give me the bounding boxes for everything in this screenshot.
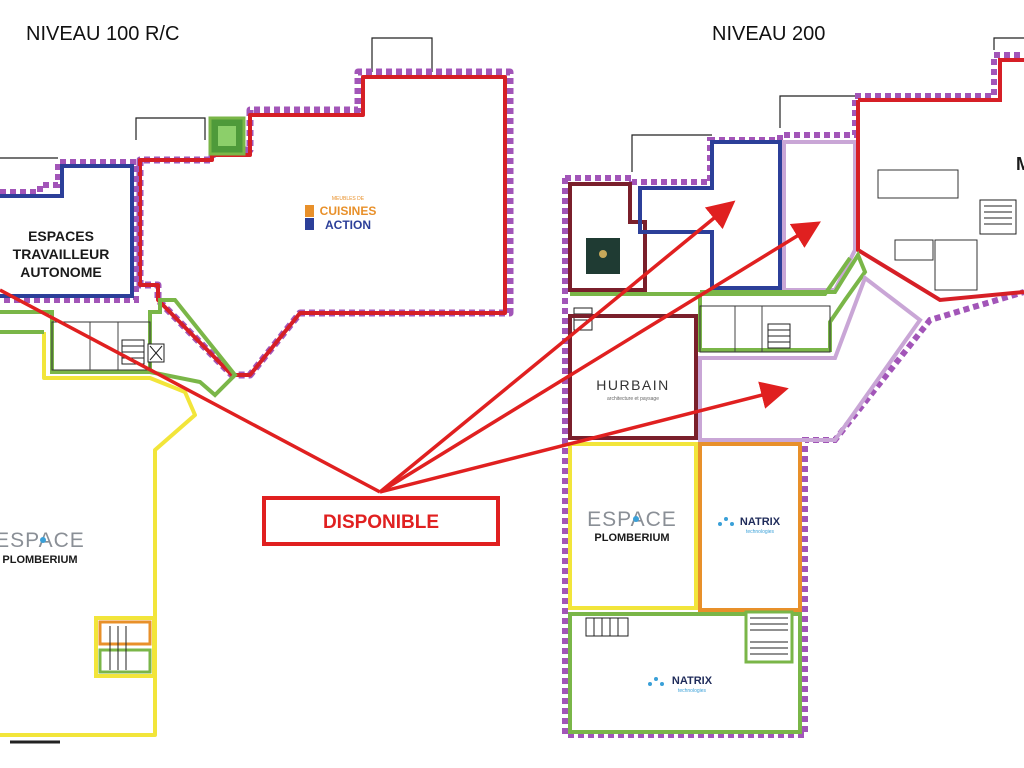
- natrix-dot-icon: [654, 677, 658, 681]
- suite-espaces-travailleur-border: [0, 164, 134, 298]
- logo-cuisines-top: MEUBLES DE: [332, 196, 365, 202]
- level-200-plan: M: [562, 37, 1024, 738]
- logo-natrix-upper-sub: technologies: [746, 529, 775, 535]
- natrix-dot-icon: [730, 522, 734, 526]
- logo-mark: [599, 250, 607, 258]
- stair-100: [121, 339, 165, 365]
- suite-cuisines-action-border: [138, 75, 507, 377]
- suite-natrix-upper: [698, 442, 802, 612]
- level-200-title: NIVEAU 200: [712, 23, 825, 45]
- disponible-arrows: [0, 200, 821, 494]
- stair-core-bottom: [94, 616, 156, 678]
- logo-natrix-lower: NATRIX technologies: [648, 675, 713, 694]
- logo-natrix-lower-sub: technologies: [678, 688, 707, 694]
- natrix-dot-icon: [648, 682, 652, 686]
- wall-line: [371, 37, 433, 72]
- building-200-left-perimeter: [562, 178, 1024, 738]
- logo-hurbain-line2: architecture et paysage: [607, 396, 659, 402]
- disponible-callout: DISPONIBLE: [262, 496, 500, 546]
- logo-hurbain: HURBAIN architecture et paysage: [596, 377, 670, 402]
- label-travailleur: TRAVAILLEUR: [13, 246, 110, 262]
- suite-blue-200: [638, 140, 782, 290]
- suite-lilac-200: [782, 140, 857, 292]
- wall-line: [631, 134, 712, 172]
- callout-box: [262, 496, 500, 546]
- room-outline: [934, 239, 978, 291]
- logo-plomberium-200-line2: PLOMBERIUM: [594, 532, 669, 544]
- building-200-perimeter: [565, 52, 1024, 185]
- logo-cuisines-line1: CUISINES: [320, 204, 377, 218]
- wall-line: [779, 95, 860, 128]
- logo-plomberium-200-line1: ESPACE: [587, 508, 677, 531]
- logo-natrix-upper-name: NATRIX: [740, 516, 781, 528]
- arrow-to-blue-suite: [378, 200, 736, 494]
- logo-natrix-upper: NATRIX technologies: [718, 516, 781, 535]
- arrow-to-lilac-lower: [379, 381, 789, 494]
- atrium-core: [218, 126, 236, 146]
- arrow-to-lilac-suite: [379, 221, 821, 494]
- stair-200-corridor: [573, 307, 791, 349]
- drop-icon: [40, 537, 46, 543]
- suite-plomberium-100: [0, 332, 197, 737]
- logo-plomberium-100: ESPACE PLOMBERIUM: [0, 529, 84, 566]
- arrow-to-level100: [0, 288, 381, 494]
- level-100-plan: [0, 37, 514, 744]
- room-outline: [894, 239, 934, 261]
- drop-icon: [633, 516, 639, 522]
- suite-natrix-lower: [568, 612, 802, 734]
- callout-label: DISPONIBLE: [323, 512, 439, 533]
- wall-line: [993, 37, 1024, 50]
- room-outline: [877, 169, 959, 199]
- logo-cuisines-action: MEUBLES DE CUISINES ACTION: [305, 196, 376, 232]
- logo-plomberium-200: ESPACE PLOMBERIUM: [587, 508, 677, 544]
- natrix-dot-icon: [718, 522, 722, 526]
- service-rooms-200: [699, 305, 831, 353]
- logo-hurbain-line1: HURBAIN: [596, 377, 670, 393]
- stair-200-lower: [585, 610, 794, 664]
- label-cut-m: M: [1016, 154, 1024, 174]
- logo-plomberium-100-line2: PLOMBERIUM: [2, 554, 77, 566]
- level-100-title: NIVEAU 100 R/C: [26, 23, 179, 45]
- suite-lilac-lower: [698, 274, 923, 442]
- natrix-dot-icon: [724, 517, 728, 521]
- logo-cuisines-line2: ACTION: [325, 218, 371, 232]
- natrix-dot-icon: [660, 682, 664, 686]
- label-autonome: AUTONOME: [20, 264, 101, 280]
- stair-200-right: [979, 199, 1017, 235]
- wall-line: [135, 117, 206, 140]
- label-espaces: ESPACES: [28, 228, 94, 244]
- suite-espaces-travailleur: [0, 159, 139, 303]
- logo-natrix-lower-name: NATRIX: [672, 675, 713, 687]
- corridor-200-upper: [570, 256, 852, 296]
- suite-plomberium-200: [568, 442, 698, 610]
- suite-maroon-topleft: [568, 182, 647, 292]
- suite-red-200: [856, 58, 1024, 303]
